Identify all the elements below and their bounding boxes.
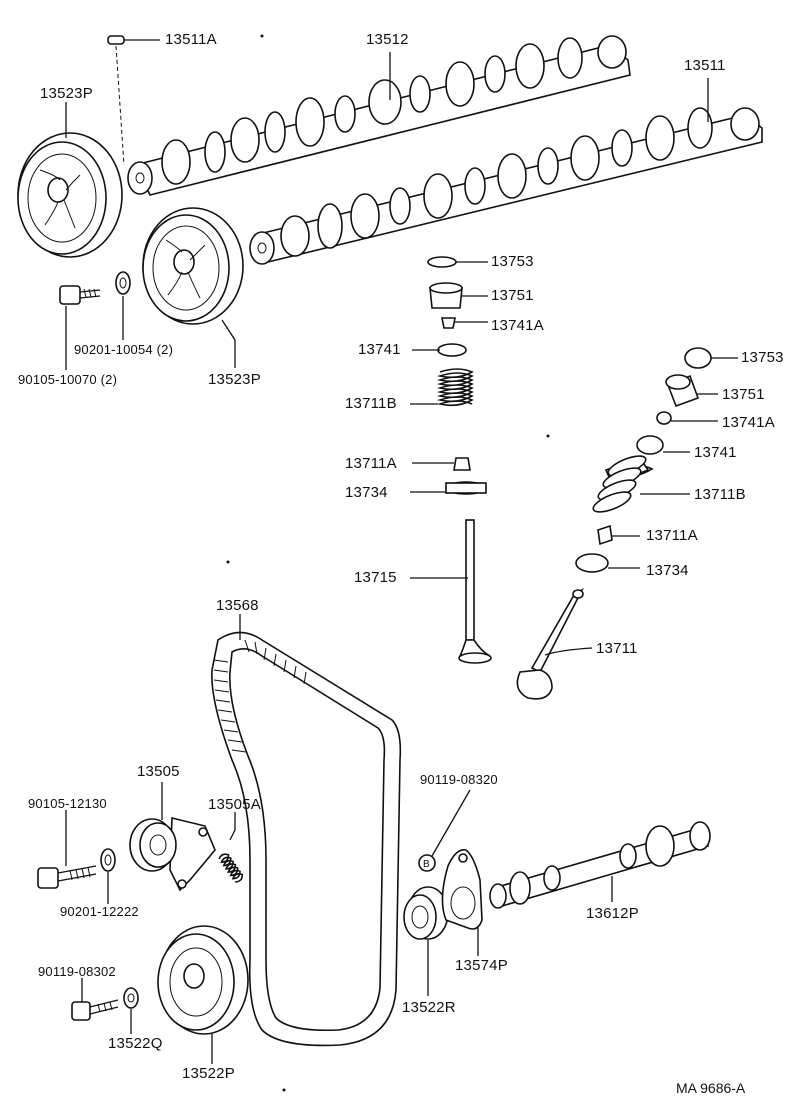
label-right-13711A: 13711A <box>646 527 698 544</box>
label-right-13741: 13741 <box>694 444 737 461</box>
washer-13522Q <box>123 987 139 1009</box>
label-90105-12130: 90105-12130 <box>28 796 107 811</box>
callout-b <box>418 854 436 872</box>
label-13512: 13512 <box>366 31 409 48</box>
idler-13522R <box>403 886 449 940</box>
label-13505: 13505 <box>137 763 180 780</box>
pin-13511A <box>107 35 160 166</box>
label-left-13711A: 13711A <box>345 455 397 472</box>
washer-90201-10054 <box>115 271 131 295</box>
label-right-13753: 13753 <box>741 349 784 366</box>
camshaft-13512 <box>127 35 631 196</box>
label-left-13711B: 13711B <box>345 395 397 412</box>
label-right-13711: 13711 <box>596 640 638 657</box>
tensioner-13505 <box>129 816 216 892</box>
label-13568: 13568 <box>216 597 259 614</box>
bolt-90105-10070 <box>59 285 101 305</box>
valve-assembly-right <box>516 347 712 700</box>
label-left-13753: 13753 <box>491 253 534 270</box>
label-13511A: 13511A <box>165 31 217 48</box>
plate-13574P <box>441 849 483 930</box>
leader-lines-right <box>544 357 738 656</box>
spring-13505A <box>218 853 244 883</box>
label-13523P-top: 13523P <box>40 85 93 102</box>
label-left-13751: 13751 <box>491 287 534 304</box>
label-left-13715: 13715 <box>354 569 397 586</box>
cam-pulley-13523P-a <box>17 132 123 258</box>
leader-lines-left <box>410 261 488 579</box>
callout-b-letter: B <box>423 859 430 870</box>
shaft-13612P <box>489 821 711 909</box>
label-right-13741A: 13741A <box>722 414 775 431</box>
reference-code: MA 9686-A <box>676 1080 746 1096</box>
label-13612P: 13612P <box>586 905 639 922</box>
cam-pulley-13523P-b <box>142 207 244 325</box>
label-90119-08302: 90119-08302 <box>38 964 116 979</box>
label-13523P-mid: 13523P <box>208 371 261 388</box>
bolt-90105-12130 <box>37 865 97 889</box>
label-13522P: 13522P <box>182 1065 235 1082</box>
label-left-13741: 13741 <box>358 341 401 358</box>
washer-90201-12222 <box>100 848 116 872</box>
label-90105-10070: 90105-10070 (2) <box>18 372 118 387</box>
timing-belt-13568 <box>211 631 402 1047</box>
label-13505A: 13505A <box>208 796 261 813</box>
label-13522Q: 13522Q <box>108 1035 163 1052</box>
camshaft-13511 <box>249 107 763 265</box>
label-90201-10054: 90201-10054 (2) <box>74 342 174 357</box>
bolt-90119-08302 <box>71 999 119 1021</box>
label-90119-08320: 90119-08320 <box>420 772 498 787</box>
label-right-13734: 13734 <box>646 562 689 579</box>
label-13522R: 13522R <box>402 999 456 1016</box>
label-right-13711B: 13711B <box>694 486 746 503</box>
label-13574P: 13574P <box>455 957 508 974</box>
crank-pulley-13522P <box>157 925 249 1035</box>
label-90201-12222: 90201-12222 <box>60 904 139 919</box>
label-left-13734: 13734 <box>345 484 388 501</box>
label-right-13751: 13751 <box>722 386 765 403</box>
label-13511: 13511 <box>684 57 726 74</box>
valve-assembly-left <box>427 256 492 664</box>
label-left-13741A: 13741A <box>491 317 544 334</box>
